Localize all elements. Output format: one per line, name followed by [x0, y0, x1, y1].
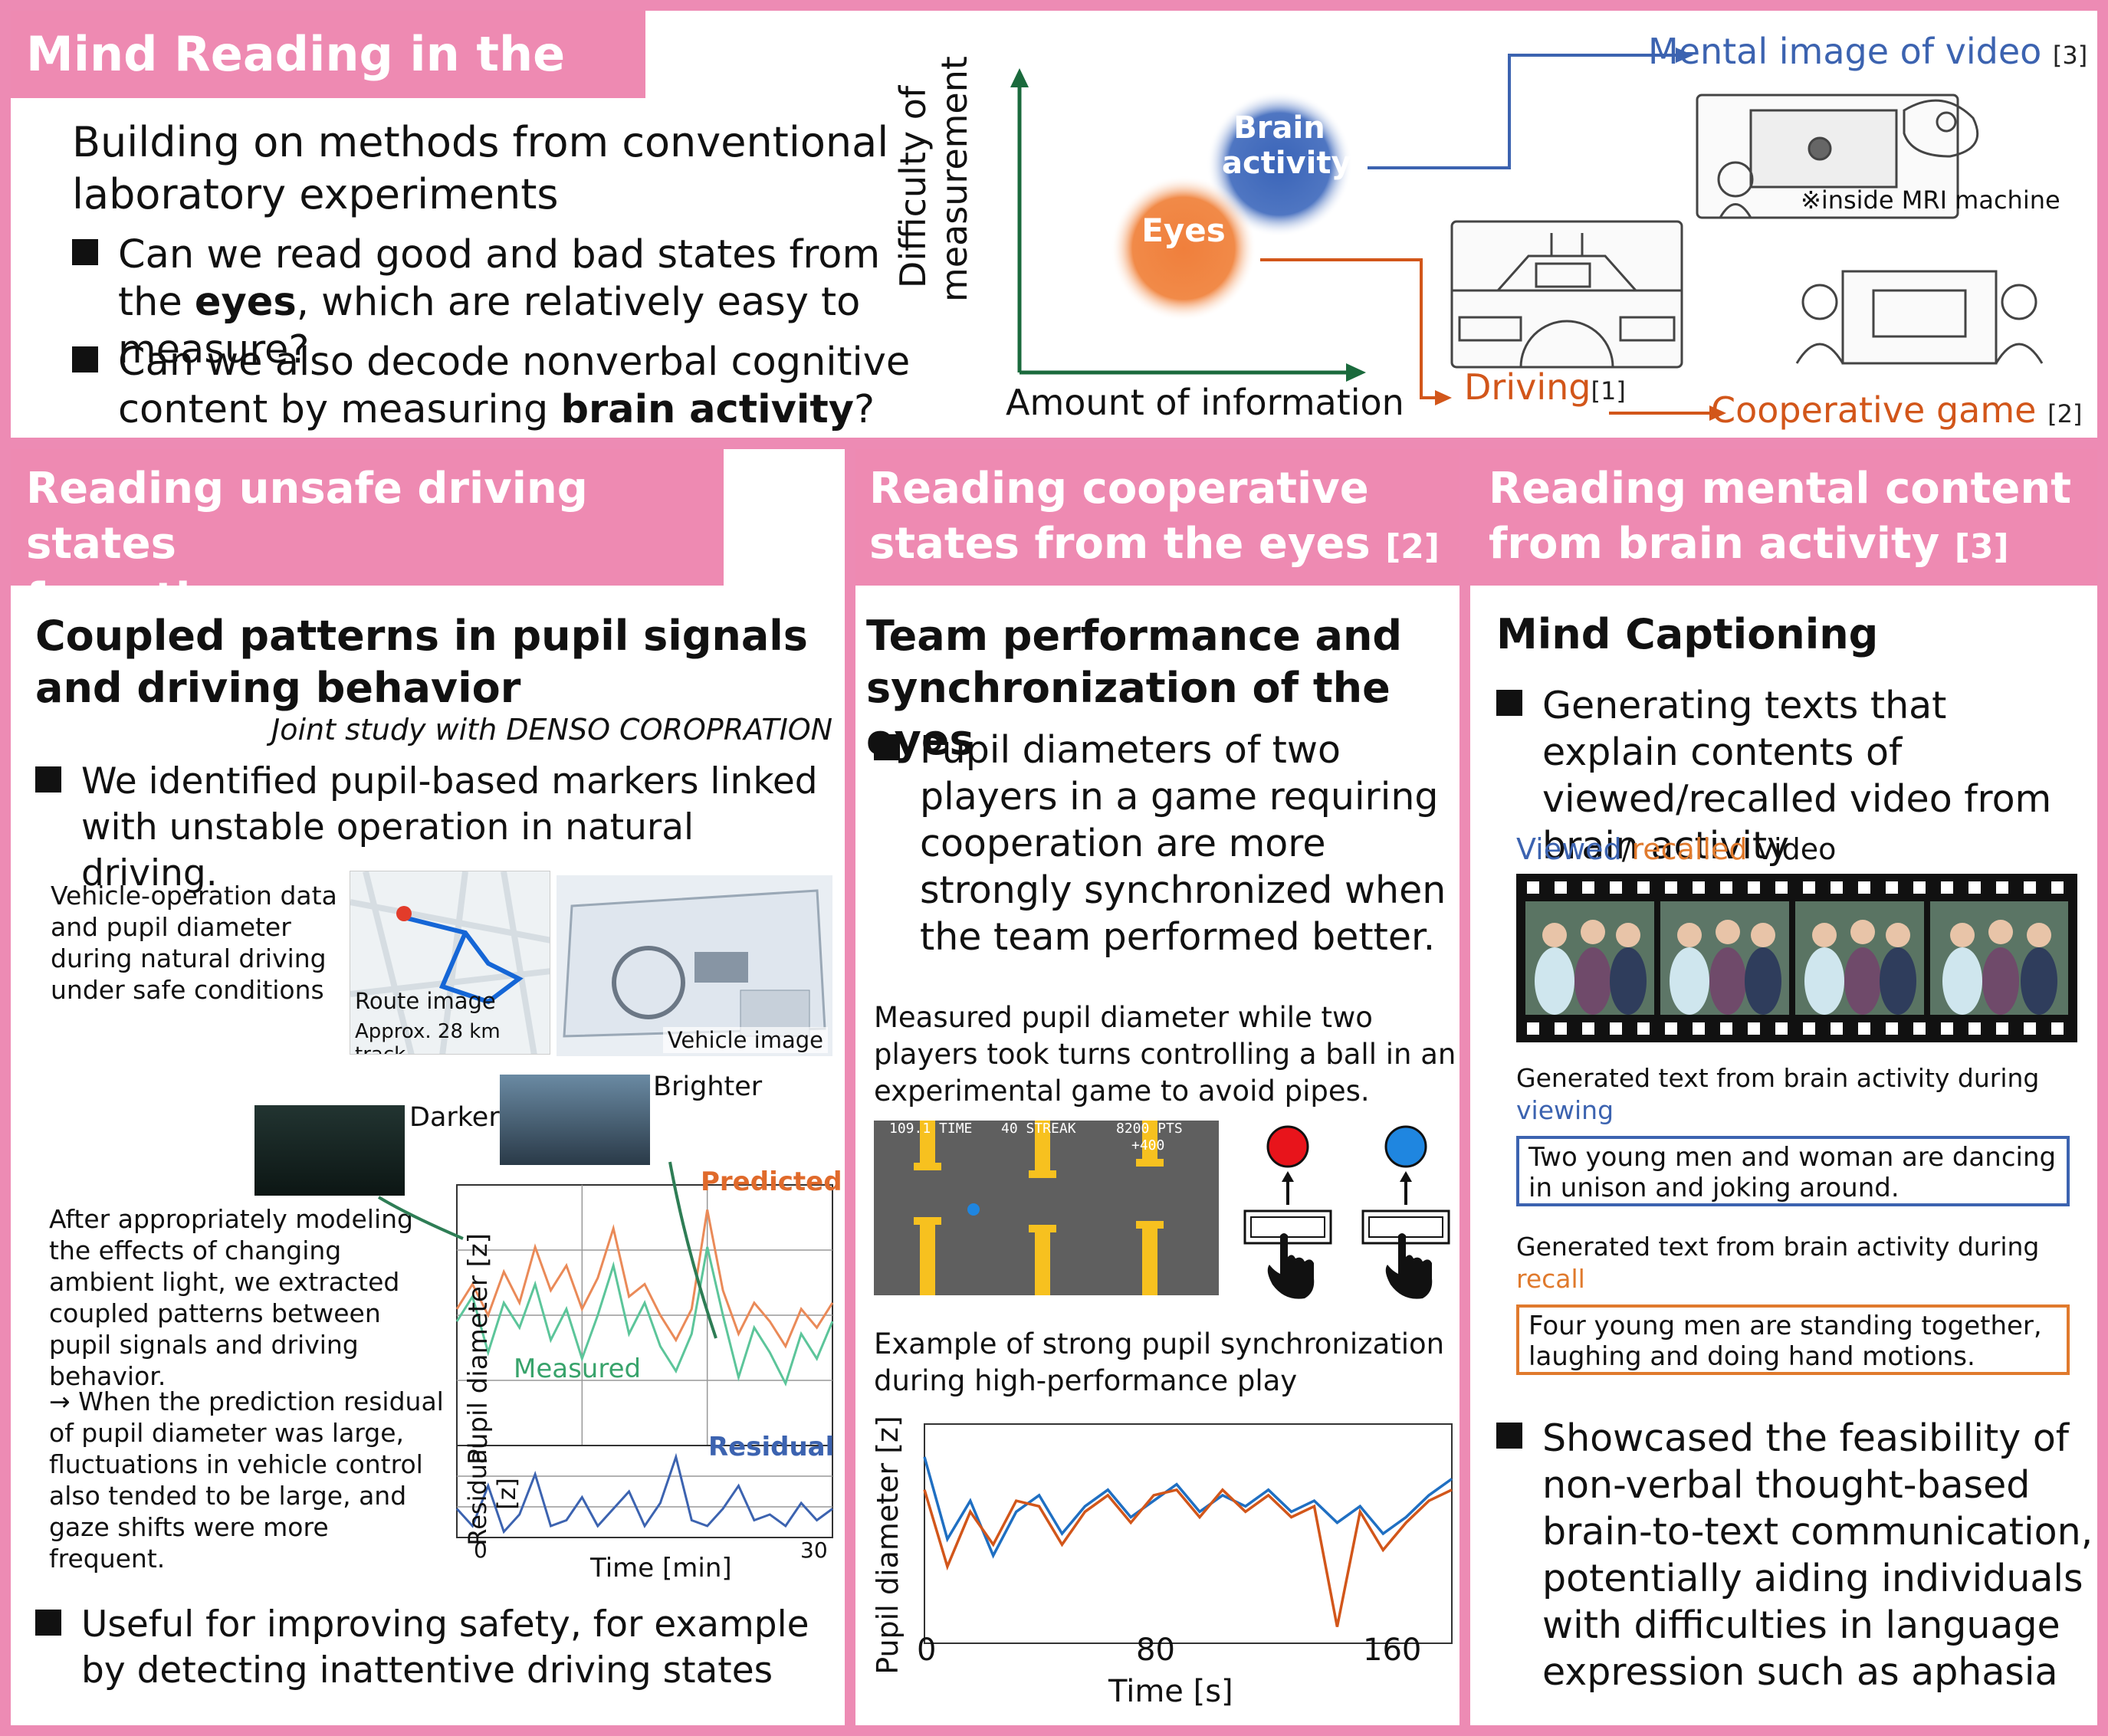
- darker-label: Darker: [409, 1102, 500, 1133]
- top-title: Mind Reading in the wild: [11, 11, 645, 169]
- eyes-to-driving-arrow: [1260, 258, 1437, 399]
- route-sublabel: Approx. 28 km track: [355, 1020, 501, 1055]
- gen-recall-label: Generated text from brain activity durin…: [1516, 1232, 2040, 1294]
- game-description: Measured pupil diameter while two player…: [874, 1001, 1456, 1108]
- mind-panel: Reading mental content from brain activi…: [1470, 449, 2097, 1725]
- pupil-series-measured: [455, 1246, 834, 1387]
- eyes-node: [1111, 176, 1256, 321]
- measured-legend: Measured: [514, 1354, 642, 1384]
- residual-ylabel: Residual [z]: [463, 1442, 521, 1546]
- sync-xlabel: Time [s]: [1108, 1674, 1233, 1709]
- driving-panel: Reading unsafe driving states from the e…: [11, 449, 845, 1725]
- data-description: Vehicle-operation data and pupil diamete…: [51, 881, 337, 1005]
- target-game: Cooperative game [2]: [1711, 389, 2083, 431]
- sync-tick-80: 80: [1136, 1633, 1175, 1668]
- video-sketch: [1696, 94, 1979, 219]
- top-bullet-1: Can we read good and bad states from the…: [72, 231, 931, 374]
- brain-activity-node: [1207, 91, 1352, 237]
- sync-plot-frame: [924, 1423, 1453, 1644]
- filmstrip-frames: [1525, 881, 2068, 1035]
- blue-player-hand-icon: [1385, 1233, 1433, 1299]
- vehicle-label: Vehicle image: [662, 1027, 828, 1053]
- residual-series: [455, 1452, 833, 1534]
- blue-player-icon: [1384, 1125, 1427, 1168]
- coop-panel: Reading cooperative states from the eyes…: [855, 449, 1460, 1725]
- mind-subtitle: Mind Captioning: [1496, 610, 1879, 658]
- red-player-icon: [1266, 1125, 1309, 1168]
- sync-tick-0: 0: [917, 1633, 937, 1668]
- player-controls: [1243, 1125, 1450, 1299]
- residual-tick-30: 30: [800, 1537, 828, 1563]
- route-label: Route image: [355, 988, 496, 1014]
- gen-recall-text: Four young men are standing together, la…: [1516, 1304, 2070, 1375]
- sync-series-2: [923, 1488, 1453, 1627]
- target-video: Mental image of video [3]: [1648, 31, 2088, 72]
- brain-to-video-arrow: [1368, 54, 1682, 169]
- hud-streak: 40 STREAK: [1001, 1121, 1076, 1137]
- brighter-label: Brighter: [653, 1071, 763, 1102]
- video-caption: Viewed/recalled video: [1516, 832, 1837, 866]
- hud-bonus: +400: [1131, 1137, 1165, 1154]
- game-sketch: [1795, 270, 2044, 365]
- coop-title: Reading cooperative states from the eyes…: [855, 449, 1460, 586]
- route-image: Route image Approx. 28 km track: [350, 871, 550, 1055]
- gen-view-text: Two young men and woman are dancing in u…: [1516, 1136, 2070, 1206]
- sync-tick-160: 160: [1363, 1633, 1422, 1668]
- coop-bullet-1: Pupil diameters of two players in a game…: [874, 727, 1456, 960]
- game-pipes-drawing: [914, 1121, 1164, 1295]
- eyes-node-label: Eyes: [1141, 212, 1226, 249]
- sync-ylabel: Pupil diameter [z]: [871, 1416, 905, 1675]
- result-description: → When the prediction residual of pupil …: [49, 1387, 444, 1574]
- x-axis-label: Amount of information: [1006, 382, 1404, 423]
- info-difficulty-diagram: [1010, 48, 2044, 421]
- sync-series-1: [923, 1456, 1453, 1559]
- mind-bullet-2: Showcased the feasibility of non-verbal …: [1496, 1415, 2094, 1695]
- gen-view-label: Generated text from brain activity durin…: [1516, 1063, 2040, 1125]
- x-axis-arrowhead: [1346, 363, 1366, 382]
- residual-plot-frame: [456, 1445, 833, 1538]
- driving-bullet-1: We identified pupil-based markers linked…: [35, 759, 832, 897]
- pupil-series-predicted: [455, 1209, 834, 1349]
- driving-title: Reading unsafe driving states from the e…: [11, 449, 724, 624]
- model-description: After appropriately modeling the effects…: [49, 1204, 414, 1391]
- mind-title: Reading mental content from brain activi…: [1470, 449, 2097, 586]
- y-axis-arrowhead: [1010, 68, 1029, 87]
- route-map-drawing: [350, 871, 550, 1054]
- red-player-hand-icon: [1267, 1233, 1315, 1299]
- residual-tick-0: 0: [474, 1537, 488, 1563]
- residual-chart: [455, 1445, 833, 1538]
- residual-xlabel: Time [min]: [590, 1553, 732, 1583]
- vehicle-image: Vehicle image: [557, 875, 832, 1056]
- driving-sketch: [1450, 220, 1683, 369]
- mind-bullet-1: Generating texts that explain contents o…: [1496, 682, 2094, 869]
- darker-thumbnail: [254, 1105, 405, 1196]
- top-bullet-2: Can we also decode nonverbal cognitive c…: [72, 339, 931, 434]
- driving-subtitle: Coupled patterns in pupil signals and dr…: [35, 612, 808, 712]
- target-driving: Driving[1]: [1464, 366, 1626, 408]
- predicted-legend: Predicted: [701, 1167, 842, 1197]
- hud-time: 109.1 TIME: [889, 1121, 973, 1137]
- video-filmstrip: [1516, 874, 2077, 1042]
- mri-note: ※inside MRI machine: [1801, 185, 2060, 215]
- hud-points: 8200 PTS: [1116, 1121, 1183, 1137]
- pupil-chart: [455, 1184, 834, 1446]
- top-intro: Building on methods from conventional la…: [72, 118, 889, 218]
- sync-chart: [923, 1423, 1453, 1644]
- joint-study: Joint study with DENSO COROPRATION: [271, 713, 833, 747]
- residual-legend: Residual: [708, 1432, 835, 1462]
- brighter-thumbnail: [500, 1075, 650, 1165]
- example-description: Example of strong pupil synchronization …: [874, 1327, 1445, 1397]
- driving-bullet-2: Useful for improving safety, for example…: [35, 1602, 832, 1694]
- game-screenshot: 109.1 TIME 40 STREAK 8200 PTS +400: [874, 1121, 1219, 1295]
- top-panel: Mind Reading in the wild Building on met…: [11, 11, 2097, 438]
